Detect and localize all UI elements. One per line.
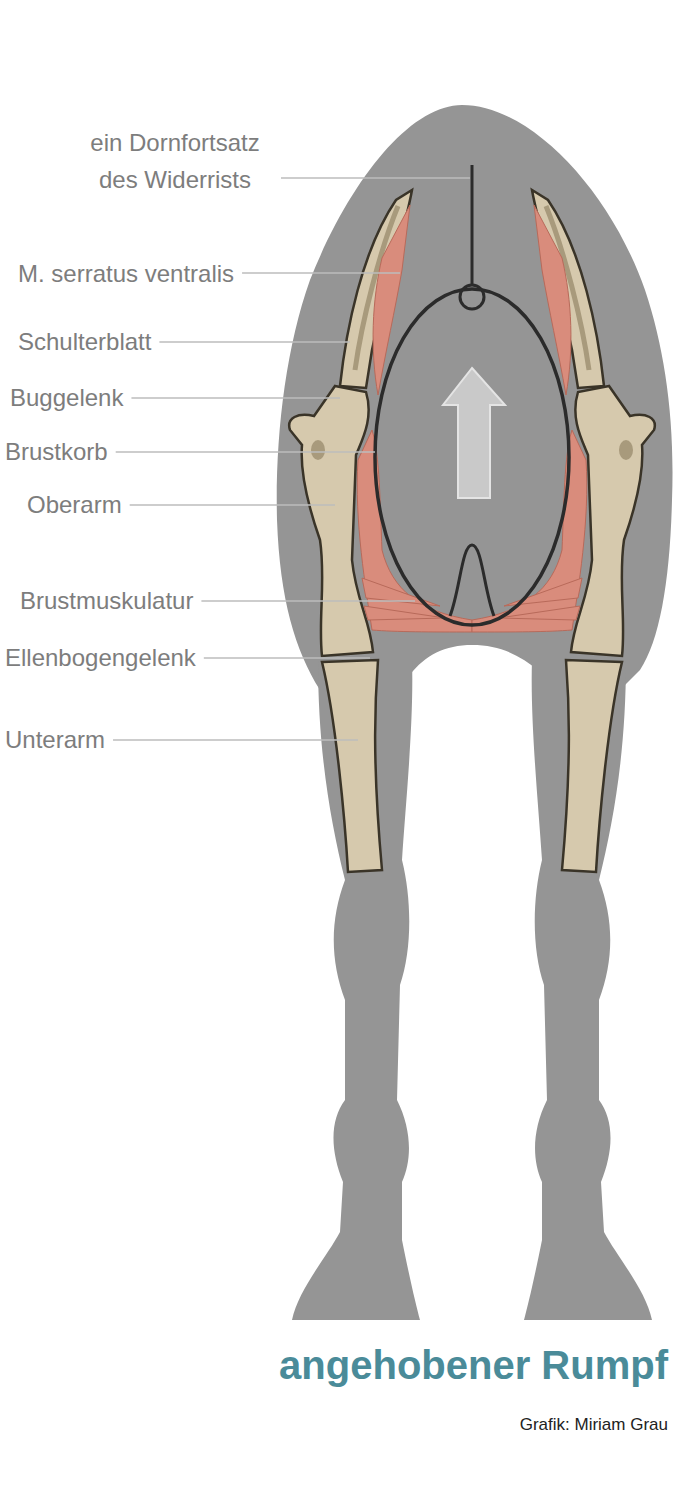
sternum <box>450 545 494 616</box>
leader-line <box>204 657 370 659</box>
leader-line <box>113 739 358 741</box>
anatomy-label: ein Dornfortsatz des Widerrists <box>75 124 275 198</box>
vertebra <box>460 285 484 309</box>
radius <box>322 660 382 872</box>
leader-line <box>201 600 415 602</box>
lift-arrow <box>443 368 505 498</box>
pectoral-fibres <box>362 578 445 620</box>
leader-line <box>131 397 340 399</box>
leader-line <box>159 341 350 343</box>
left-limb-anatomy <box>289 190 472 872</box>
joint-label: Ellenbogengelenk <box>5 643 196 673</box>
horse-silhouette <box>277 105 673 1320</box>
spinous-process <box>471 165 474 285</box>
leader-line <box>281 177 470 179</box>
bone-label: Schulterblatt <box>18 327 151 357</box>
figure-title: angehobener Rumpf <box>279 1341 668 1389</box>
leader-line <box>130 504 335 506</box>
leader-line <box>242 272 400 274</box>
muscle-label: M. serratus ventralis <box>18 259 234 289</box>
muscle-label: Brustmuskulatur <box>20 586 193 616</box>
anatomy-label: Brustkorb <box>5 437 108 467</box>
right-limb-anatomy <box>472 190 655 872</box>
leader-line <box>116 451 375 453</box>
joint-label: Buggelenk <box>10 383 123 413</box>
left-leg <box>292 660 420 1320</box>
bone-label: Unterarm <box>5 725 105 755</box>
bone-shade <box>311 440 325 460</box>
credit-caption: Grafik: Miriam Grau <box>520 1414 668 1436</box>
bone-label: Oberarm <box>27 490 122 520</box>
ribcage-outline <box>375 289 569 625</box>
